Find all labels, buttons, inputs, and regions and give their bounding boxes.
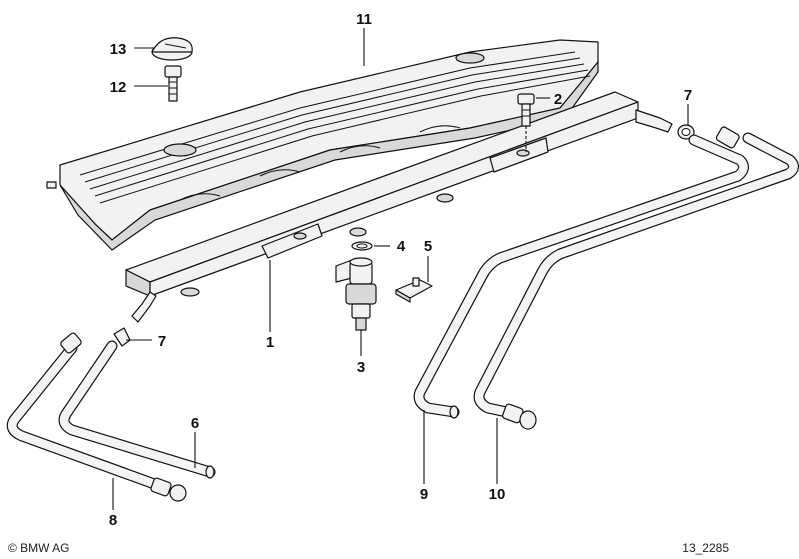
fuel-hose-8 xyxy=(6,332,187,502)
callout-6: 6 xyxy=(191,415,199,432)
callout-13: 13 xyxy=(110,41,127,58)
callout-1: 1 xyxy=(266,334,274,351)
callout-12: 12 xyxy=(110,79,127,96)
drawing-number: 13_2285 xyxy=(682,541,729,555)
copyright-text: © BMW AG xyxy=(8,541,70,555)
retaining-clip xyxy=(395,277,433,304)
callout-8: 8 xyxy=(109,512,117,529)
hose-clamp-right xyxy=(677,124,695,140)
callout-labels: 11 13 12 2 7 4 5 1 7 3 6 9 10 8 xyxy=(109,11,692,529)
callout-5: 5 xyxy=(424,238,432,255)
callout-2: 2 xyxy=(554,91,562,108)
callout-3: 3 xyxy=(357,359,365,376)
callout-7-right: 7 xyxy=(684,87,692,104)
bolt-12 xyxy=(164,65,182,102)
bolt-2 xyxy=(517,93,535,152)
callout-4: 4 xyxy=(397,238,406,255)
callout-11: 11 xyxy=(356,11,372,28)
engine-cover xyxy=(46,39,599,251)
fuel-injector xyxy=(335,257,377,331)
fuel-hose-6 xyxy=(58,340,216,479)
fuel-hose-10 xyxy=(473,132,799,430)
callout-7-left: 7 xyxy=(158,333,166,350)
fuel-rail xyxy=(125,91,673,323)
fuel-hose-9 xyxy=(413,126,749,419)
callout-9: 9 xyxy=(420,486,428,503)
leader-lines xyxy=(112,28,689,510)
oil-filler-cap xyxy=(151,37,193,61)
o-ring xyxy=(351,241,373,251)
callout-10: 10 xyxy=(489,486,506,503)
